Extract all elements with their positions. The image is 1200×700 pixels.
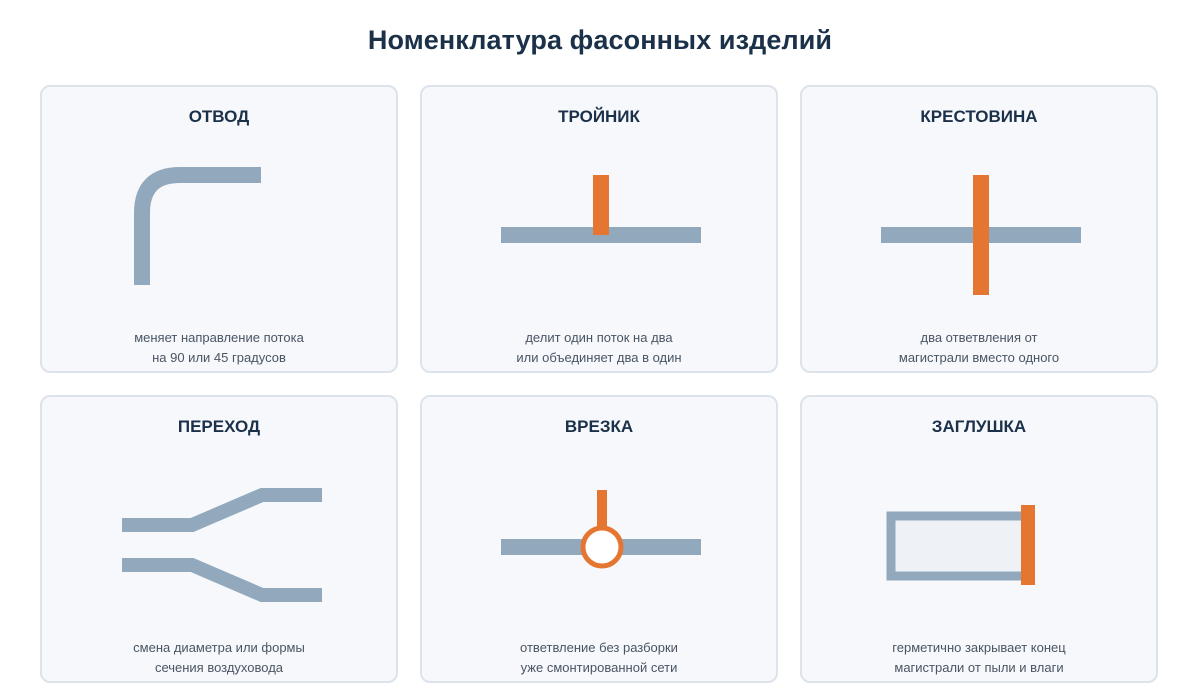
card-description-line: сечения воздуховода <box>154 660 284 675</box>
card-description: герметично закрывает конец магистрали от… <box>802 638 1156 678</box>
tee-fitting-icon <box>501 175 701 243</box>
reducer-fitting-icon <box>122 488 322 602</box>
card-tee: ТРОЙНИК делит один поток на два или объе… <box>420 85 778 373</box>
card-description-line: уже смонтированной сети <box>520 660 678 675</box>
end-cap-fitting-icon <box>886 505 1035 585</box>
card-elbow: ОТВОД меняет направление потока на 90 ил… <box>40 85 398 373</box>
card-description: делит один поток на два или объединяет д… <box>422 328 776 368</box>
card-end-cap: ЗАГЛУШКА герметично закрывает конец маги… <box>800 395 1158 683</box>
tap-in-fitting-icon <box>501 490 701 569</box>
cross-fitting-icon <box>881 175 1081 295</box>
card-reducer: ПЕРЕХОД смена диаметра или формы сечения… <box>40 395 398 683</box>
card-description-line: два ответвления от <box>920 330 1038 345</box>
card-title: ПЕРЕХОД <box>177 417 261 436</box>
card-title: ТРОЙНИК <box>558 107 640 126</box>
card-description-line: смена диаметра или формы <box>133 640 305 655</box>
card-description-line: магистрали вместо одного <box>898 350 1060 365</box>
card-title: КРЕСТОВИНА <box>920 107 1038 126</box>
card-description-line: герметично закрывает конец <box>892 640 1066 655</box>
card-title: ЗАГЛУШКА <box>931 417 1027 436</box>
card-cross: КРЕСТОВИНА два ответвления от магистрали… <box>800 85 1158 373</box>
card-title: ОТВОД <box>188 107 250 126</box>
card-description-line: меняет направление потока <box>134 330 304 345</box>
card-tap-in: ВРЕЗКА ответвление без разборки уже смон… <box>420 395 778 683</box>
card-description-line: магистрали от пыли и влаги <box>894 660 1064 675</box>
card-description-line: ответвление без разборки <box>520 640 678 655</box>
card-description: ответвление без разборки уже смонтирован… <box>422 638 776 678</box>
card-description: меняет направление потока на 90 или 45 г… <box>42 328 396 368</box>
page-title: Номенклатура фасонных изделий <box>367 25 833 55</box>
card-description: смена диаметра или формы сечения воздухо… <box>42 638 396 678</box>
card-description-line: или объединяет два в один <box>516 350 682 365</box>
card-description-line: делит один поток на два <box>525 330 673 345</box>
card-title: ВРЕЗКА <box>564 417 634 436</box>
elbow-fitting-icon <box>134 167 261 285</box>
card-description-line: на 90 или 45 градусов <box>152 350 286 365</box>
card-description: два ответвления от магистрали вместо одн… <box>802 328 1156 368</box>
